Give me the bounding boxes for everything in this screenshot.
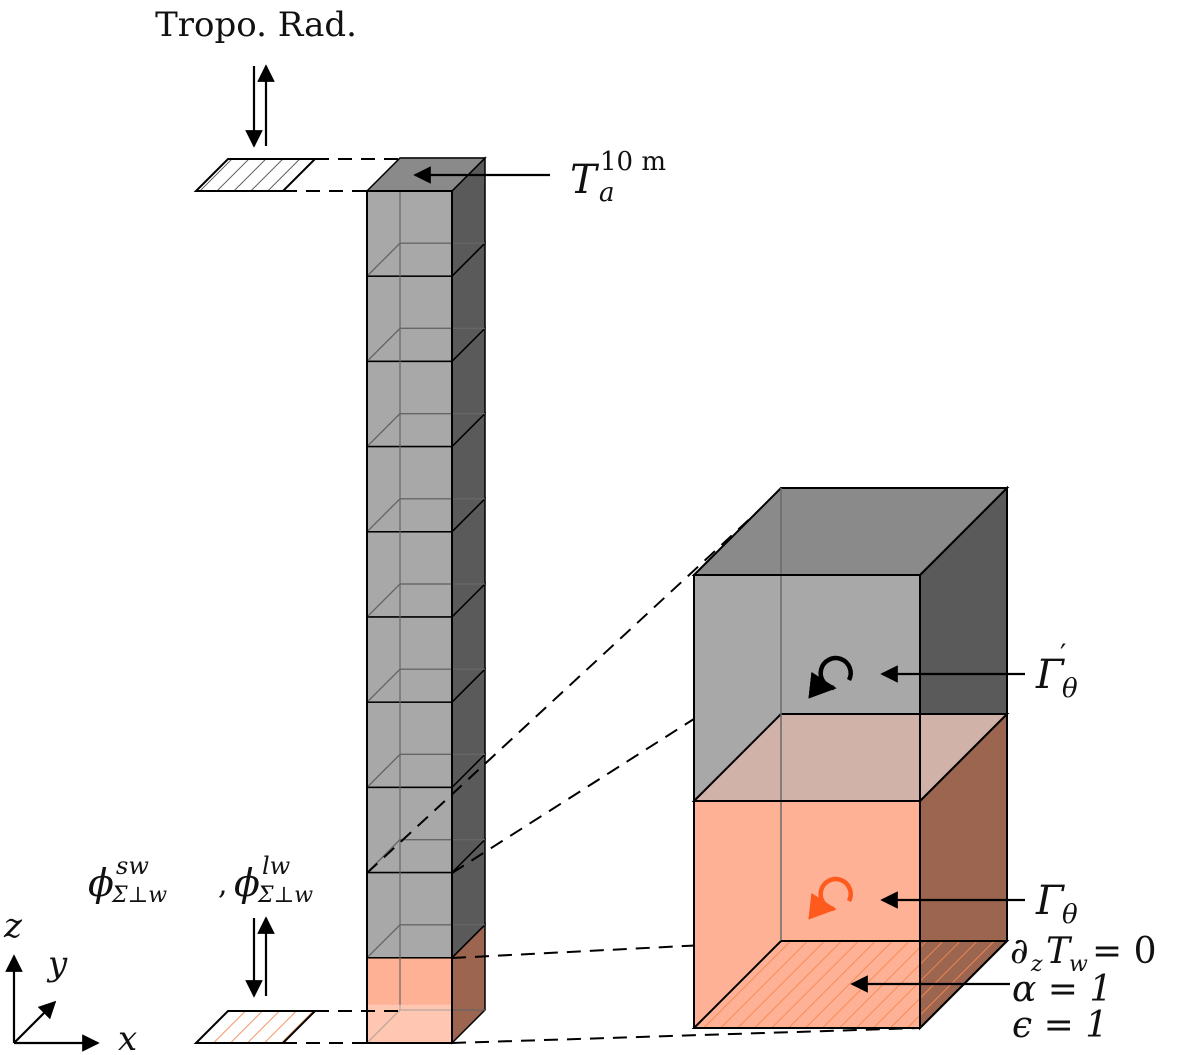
surface-flux-label: ϕ sw Σ⊥w , ϕ lw Σ⊥w	[88, 852, 313, 908]
gamma-prime-base: Γ	[1035, 652, 1065, 698]
air-temperature-label: T a 10 m	[413, 147, 666, 208]
column-outline	[366, 190, 453, 1044]
bottom-projection-lines	[283, 1010, 400, 1044]
flux-sep: ,	[218, 867, 228, 902]
circulation-water-icon	[808, 876, 853, 920]
top-forcing-label: Tropo. Rad.	[155, 5, 357, 45]
gamma-base: Γ	[1035, 878, 1065, 924]
column-water-highlight	[367, 1004, 452, 1043]
top-hatched-surface	[193, 158, 318, 192]
air-temp-sup: 10 m	[600, 147, 666, 177]
gamma-prime-sup: ′	[1060, 638, 1066, 671]
air-temp-sub: a	[599, 178, 615, 208]
axis-x-label: x	[118, 1019, 137, 1055]
gamma-prime-sub: θ	[1062, 674, 1078, 704]
gamma-label: Γ θ	[880, 878, 1078, 930]
flux-lw-sub: Σ⊥w	[257, 883, 313, 908]
flux-sw-sup: sw	[116, 852, 149, 880]
flux-sw-sub: Σ⊥w	[111, 883, 167, 908]
bc-flux-rhs: = 0	[1092, 931, 1157, 972]
boundary-conditions: ∂ z T w = 0 α = 1 ϵ = 1	[850, 931, 1157, 1046]
axis-y-label: y	[46, 944, 68, 984]
bc-flux-op: ∂	[1010, 931, 1029, 972]
top-radiation-arrows	[245, 64, 275, 148]
bc-albedo: α = 1	[1012, 969, 1112, 1010]
column	[365, 156, 487, 1045]
coordinate-axes: z y x	[3, 906, 137, 1055]
bc-flux-var-sub: w	[1069, 952, 1088, 977]
bc-flux-op-sub: z	[1030, 952, 1043, 977]
bc-flux-var: T	[1046, 931, 1073, 972]
air-temp-base: T	[570, 157, 600, 203]
enlarged-box	[691, 485, 1010, 1031]
flux-lw-sup: lw	[262, 852, 291, 880]
axis-z-label: z	[3, 906, 23, 946]
surface-radiation-arrows	[245, 916, 275, 998]
circulation-air-icon	[808, 655, 853, 699]
svg-text:T: T	[570, 157, 600, 203]
flux-lw-base: ϕ	[234, 861, 260, 905]
gamma-sub: θ	[1062, 900, 1078, 930]
flux-sw-base: ϕ	[88, 861, 114, 905]
bc-emissivity: ϵ = 1	[1012, 1005, 1108, 1046]
gamma-prime-label: Γ θ ′	[880, 638, 1078, 704]
top-projection-lines	[283, 158, 400, 192]
bottom-hatched-surface	[193, 1010, 318, 1044]
